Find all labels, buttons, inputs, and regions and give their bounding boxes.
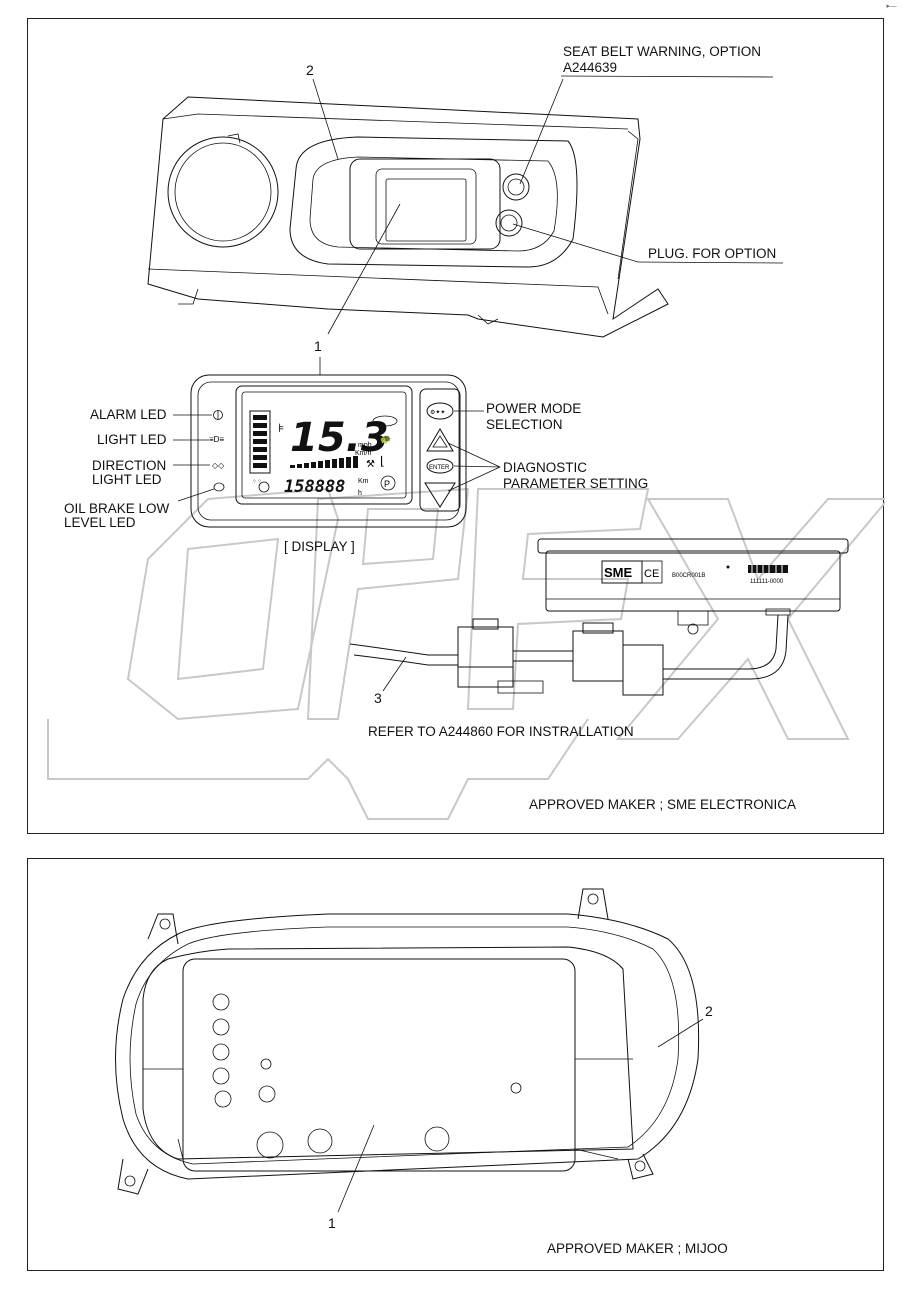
controller-serial: 111111-0000 (750, 579, 784, 585)
refer-label: REFER TO A244860 FOR INSTRALLATION (368, 724, 634, 739)
power-mode-button-label: ⚙✦✦ (430, 409, 445, 416)
oil-brake-label-1: OIL BRAKE LOW (64, 501, 170, 516)
light-led-icon: ≡D≡ (209, 435, 224, 444)
speed-readout: 15.3 (290, 415, 389, 461)
mode-indicator-icon (372, 415, 398, 427)
power-mode-label-2: SELECTION (486, 417, 563, 432)
direction-led-label-2: LIGHT LED (92, 472, 162, 487)
oil-brake-leader (177, 488, 215, 502)
display-caption: [ DISPLAY ] (284, 539, 355, 554)
oil-brake-led-icon (213, 482, 225, 492)
direction-led-label-1: DIRECTION (92, 458, 166, 473)
power-mode-label-1: POWER MODE (486, 401, 581, 416)
seat-belt-label: SEAT BELT WARNING, OPTION (563, 44, 761, 59)
top-panel-drawing: 2 SEAT BELT WARNING, OPTION A244639 PLUG… (47, 44, 885, 820)
callout-1-top: 1 (314, 338, 322, 354)
diagnostic-leader-down (447, 466, 501, 492)
speed-bar-graph (290, 456, 358, 468)
bottom-panel-drawing: 2 1 APPROVED MAKER ; MIJOO (115, 888, 728, 1256)
leader-1-bottom (337, 1124, 375, 1213)
controller-barcode (748, 565, 788, 573)
seat-belt-underline (560, 75, 774, 78)
mijoo-maker-label: APPROVED MAKER ; MIJOO (547, 1241, 728, 1256)
plug-option-label: PLUG. FOR OPTION (648, 246, 776, 261)
turtle-icon: 🐢 (380, 434, 391, 444)
diagnostic-leader-enter (453, 465, 501, 468)
down-arrow-button[interactable] (424, 482, 456, 508)
controller-part-no: B00CR001B (672, 573, 705, 579)
controller-unit: SME CE B00CR001B 111111-0000 (537, 538, 849, 635)
controller-ce: CE (644, 568, 659, 580)
lcd-content: ⊧ 15.3 mph Km/h 🐢 ⚒ ⌊ ⁘⁘ 158888 Km h P (249, 410, 398, 497)
lcd-display-unit (190, 374, 467, 528)
top-panel: 2 SEAT BELT WARNING, OPTION A244639 PLUG… (27, 18, 885, 834)
svg-text:⁘⁘: ⁘⁘ (252, 479, 262, 485)
enter-button[interactable] (426, 458, 454, 474)
callout-2-top: 2 (306, 62, 314, 78)
alarm-led-label: ALARM LED (90, 407, 167, 422)
leader-3 (382, 656, 407, 692)
oil-brake-label-2: LEVEL LED (64, 515, 136, 530)
seat-icon: ⌊ (380, 454, 385, 468)
light-led-label: LIGHT LED (97, 432, 167, 447)
odometer-readout: 158888 (284, 477, 345, 497)
dash-housing (147, 96, 669, 338)
park-letter: P (384, 479, 390, 489)
leader-1-top (327, 203, 401, 335)
fuel-icon: ⊧ (278, 421, 284, 435)
watermark (47, 487, 885, 820)
wrench-icon: ⚒ (366, 459, 375, 470)
enter-button-label: ENTER (429, 465, 450, 471)
odo-unit-h: h (358, 490, 362, 497)
speed-unit-mph: mph (358, 442, 372, 449)
callout-1-bottom: 1 (328, 1215, 336, 1231)
corner-mark: ▸— (886, 2, 897, 10)
cable-harness (349, 614, 789, 696)
speed-unit-kmh: Km/h (355, 450, 371, 457)
plug-leader (512, 223, 639, 263)
diagnostic-leader-up (447, 442, 501, 468)
callout-2-bottom: 2 (705, 1003, 713, 1019)
callout-3: 3 (374, 690, 382, 706)
diagnostic-label-1: DIAGNOSTIC (503, 460, 587, 475)
led-column: ≡D≡ ◇◇ (209, 410, 225, 492)
seat-belt-leader (519, 78, 564, 185)
controller-brand: SME (604, 565, 633, 580)
leader-2-top (312, 78, 339, 160)
plug-underline (637, 261, 784, 264)
diagnostic-label-2: PARAMETER SETTING (503, 476, 648, 491)
seat-belt-part-label: A244639 (563, 60, 617, 75)
battery-gauge (249, 410, 271, 474)
up-arrow-button[interactable] (426, 428, 454, 452)
button-column: ⚙✦✦ ENTER (424, 402, 456, 508)
bottom-panel: 2 1 APPROVED MAKER ; MIJOO (27, 858, 884, 1271)
sme-maker-label: APPROVED MAKER ; SME ELECTRONICA (529, 797, 796, 812)
leader-2-bottom (657, 1018, 704, 1048)
mijoo-cluster (115, 888, 700, 1195)
odo-unit-km: Km (358, 478, 369, 485)
power-mode-button[interactable] (426, 402, 454, 420)
sun-icon (258, 481, 270, 493)
direction-led-icon: ◇◇ (212, 461, 225, 470)
park-icon (380, 475, 396, 491)
